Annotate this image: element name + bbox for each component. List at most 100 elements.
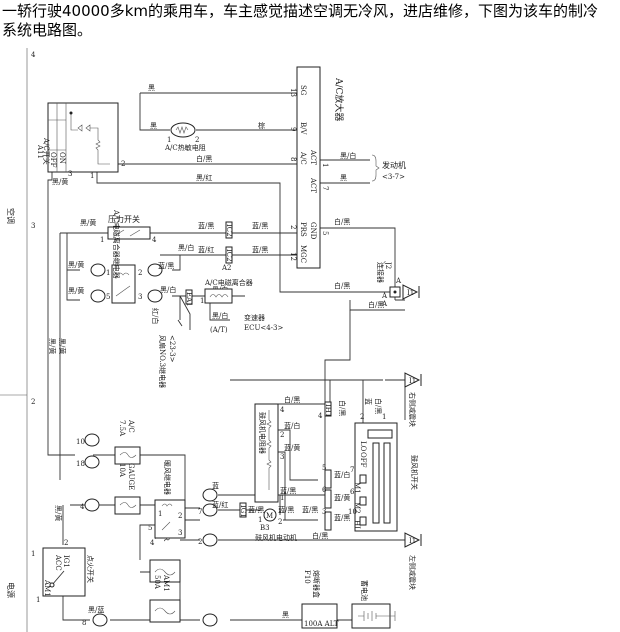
- diagram-label: 棕: [258, 121, 265, 130]
- ic2-connector-2: IC2 A2: [221, 246, 233, 272]
- diagram-label: 白/黑: [312, 531, 328, 540]
- diagram-label: 连接器: [376, 262, 385, 283]
- diagram-label: 5: [321, 231, 329, 235]
- diagram-label: 黑/白: [212, 311, 228, 320]
- diagram-label: 5: [322, 464, 326, 472]
- diagram-label: 2: [289, 225, 297, 229]
- diagram-label: 10: [76, 438, 85, 446]
- diagram-label: 黑/黄: [68, 286, 84, 295]
- diagram-label: 蓝/黄: [334, 493, 350, 502]
- diagram-label: 白/黑: [368, 300, 384, 309]
- fuse-50a-am1: 50A AM1: [149, 574, 181, 623]
- diagram-label: 4: [152, 236, 157, 244]
- diagram-label: IC2: [225, 224, 233, 237]
- diagram-label: F10: [303, 570, 311, 584]
- diagram-label: I1: [409, 377, 416, 385]
- engine-ref: <3-7>: [382, 173, 405, 181]
- diagram-label: 1: [100, 236, 104, 244]
- diagram-label: J2: [384, 261, 392, 269]
- grid-3: 3: [31, 222, 35, 230]
- diagram-label: IH1: [324, 404, 332, 417]
- diagram-label: M1: [353, 482, 361, 494]
- diagram-label: 白/黑: [196, 154, 212, 163]
- diagram-label: 蓝/黑: [198, 221, 214, 230]
- diagram-label: IC2: [225, 249, 233, 262]
- diagram-label: 9: [289, 127, 297, 131]
- engine-label: 发动机: [382, 160, 406, 170]
- question-text: 一轿行驶40000多km的乘用车，车主感觉描述空调无冷风，进店维修，下图为该车的…: [2, 2, 618, 40]
- diagram-label: 蓝: [212, 481, 219, 490]
- diagram-label: 蓝/白: [284, 421, 300, 430]
- diagram-label: 蓝/黑: [334, 513, 350, 522]
- diagram-label: 蓝/黑: [302, 505, 318, 514]
- diagram-label: M2: [353, 502, 361, 514]
- diagram-label: 蓝/黑: [252, 221, 268, 230]
- diagram-label: 2: [121, 160, 125, 168]
- diagram-label: OFF: [49, 152, 57, 168]
- question-line-1: 一轿行驶40000多km的乘用车，车主感觉描述空调无冷风，进店维修，下图为该车的…: [2, 2, 599, 20]
- tcu-label: 变速器: [244, 313, 265, 322]
- battery: 蓄电池: [351, 580, 396, 629]
- diagram-label: 2: [198, 538, 202, 546]
- ac-clutch-relay: A/C电磁离合器继电器 1 2 5 3: [106, 209, 142, 304]
- diagram-label: <23-3>: [168, 335, 176, 363]
- diagram-label: 熔断器盒: [312, 570, 321, 598]
- diagram-label: 10A: [118, 463, 126, 478]
- diagram-label: 7: [321, 186, 329, 190]
- ground-left-label: 左侧减震块: [408, 555, 417, 590]
- diagram-label: 5: [106, 293, 110, 301]
- diagram-label: 5: [148, 524, 152, 532]
- ground-left: I1 左侧减震块: [404, 532, 422, 590]
- diagram-label: M: [266, 512, 273, 520]
- diagram-label: 4: [318, 412, 323, 420]
- diagram-label: 黑/红: [196, 173, 212, 182]
- diagram-label: 黑/黄: [52, 177, 68, 186]
- diagram-label: I1: [409, 537, 416, 545]
- grid-2: 2: [31, 398, 35, 406]
- ig1-connector: IG1: [239, 502, 247, 518]
- diagram-label: 蓝/白: [334, 470, 350, 479]
- ground-right: I1 右侧减震块: [404, 372, 422, 427]
- ac-magnetic-clutch: A/C电磁离合器 1: [200, 278, 253, 305]
- diagram-label: 8: [82, 619, 86, 627]
- diagram-label: 黑/白: [340, 151, 356, 160]
- diagram-label: 3: [68, 170, 72, 178]
- diagram-label: A: [381, 292, 388, 300]
- diagram-label: 7: [350, 466, 354, 474]
- diagram-label: 蓄电池: [360, 580, 369, 601]
- diagram-label: A11: [36, 144, 44, 159]
- diagram-label: OFF: [359, 452, 367, 468]
- diagram-label: A2: [221, 264, 232, 272]
- diagram-label: 黑/黄: [80, 218, 96, 227]
- relay-connectors: [90, 263, 163, 303]
- diagram-label: 白/黑: [338, 400, 347, 416]
- diagram-label: 蓝/黑: [158, 261, 174, 270]
- diagram-label: 红/白: [151, 308, 160, 324]
- diagram-label: 黑: [282, 611, 289, 619]
- diagram-label: 蓝: [364, 398, 373, 405]
- ground-right-label: 右侧减震块: [408, 392, 417, 427]
- diagram-label: 2: [178, 512, 182, 520]
- amp-title: A/C放大器: [333, 77, 345, 121]
- diagram-label: 压力开关: [108, 214, 140, 224]
- diagram-label: B3: [260, 524, 270, 532]
- diagram-label: 8: [289, 157, 297, 161]
- ignition-switch: ACC IG1 AM1 点火开关 1 2: [36, 539, 95, 604]
- diagram-label: 2: [278, 518, 282, 526]
- diagram-label: 3: [138, 293, 142, 301]
- diagram-label: 黑/白: [178, 243, 194, 252]
- diagram-label: 蓝/黄: [284, 443, 300, 452]
- diagram-label: 1: [280, 494, 284, 502]
- diagram-label: 7: [198, 508, 202, 516]
- diagram-label: 黑/黄: [58, 338, 67, 354]
- diagram-label: 1: [36, 596, 40, 604]
- diagram-label: ACT: [309, 149, 317, 165]
- diagram-label: 1: [258, 516, 262, 524]
- diagram-label: 黑/白: [160, 285, 176, 294]
- diagram-label: IG1: [62, 555, 70, 568]
- diagram-label: 7.5A: [118, 420, 126, 437]
- diagram-label: 4: [280, 406, 285, 414]
- diagram-label: 1: [158, 510, 162, 518]
- thermistor-label: A/C热敏电阻: [164, 143, 206, 152]
